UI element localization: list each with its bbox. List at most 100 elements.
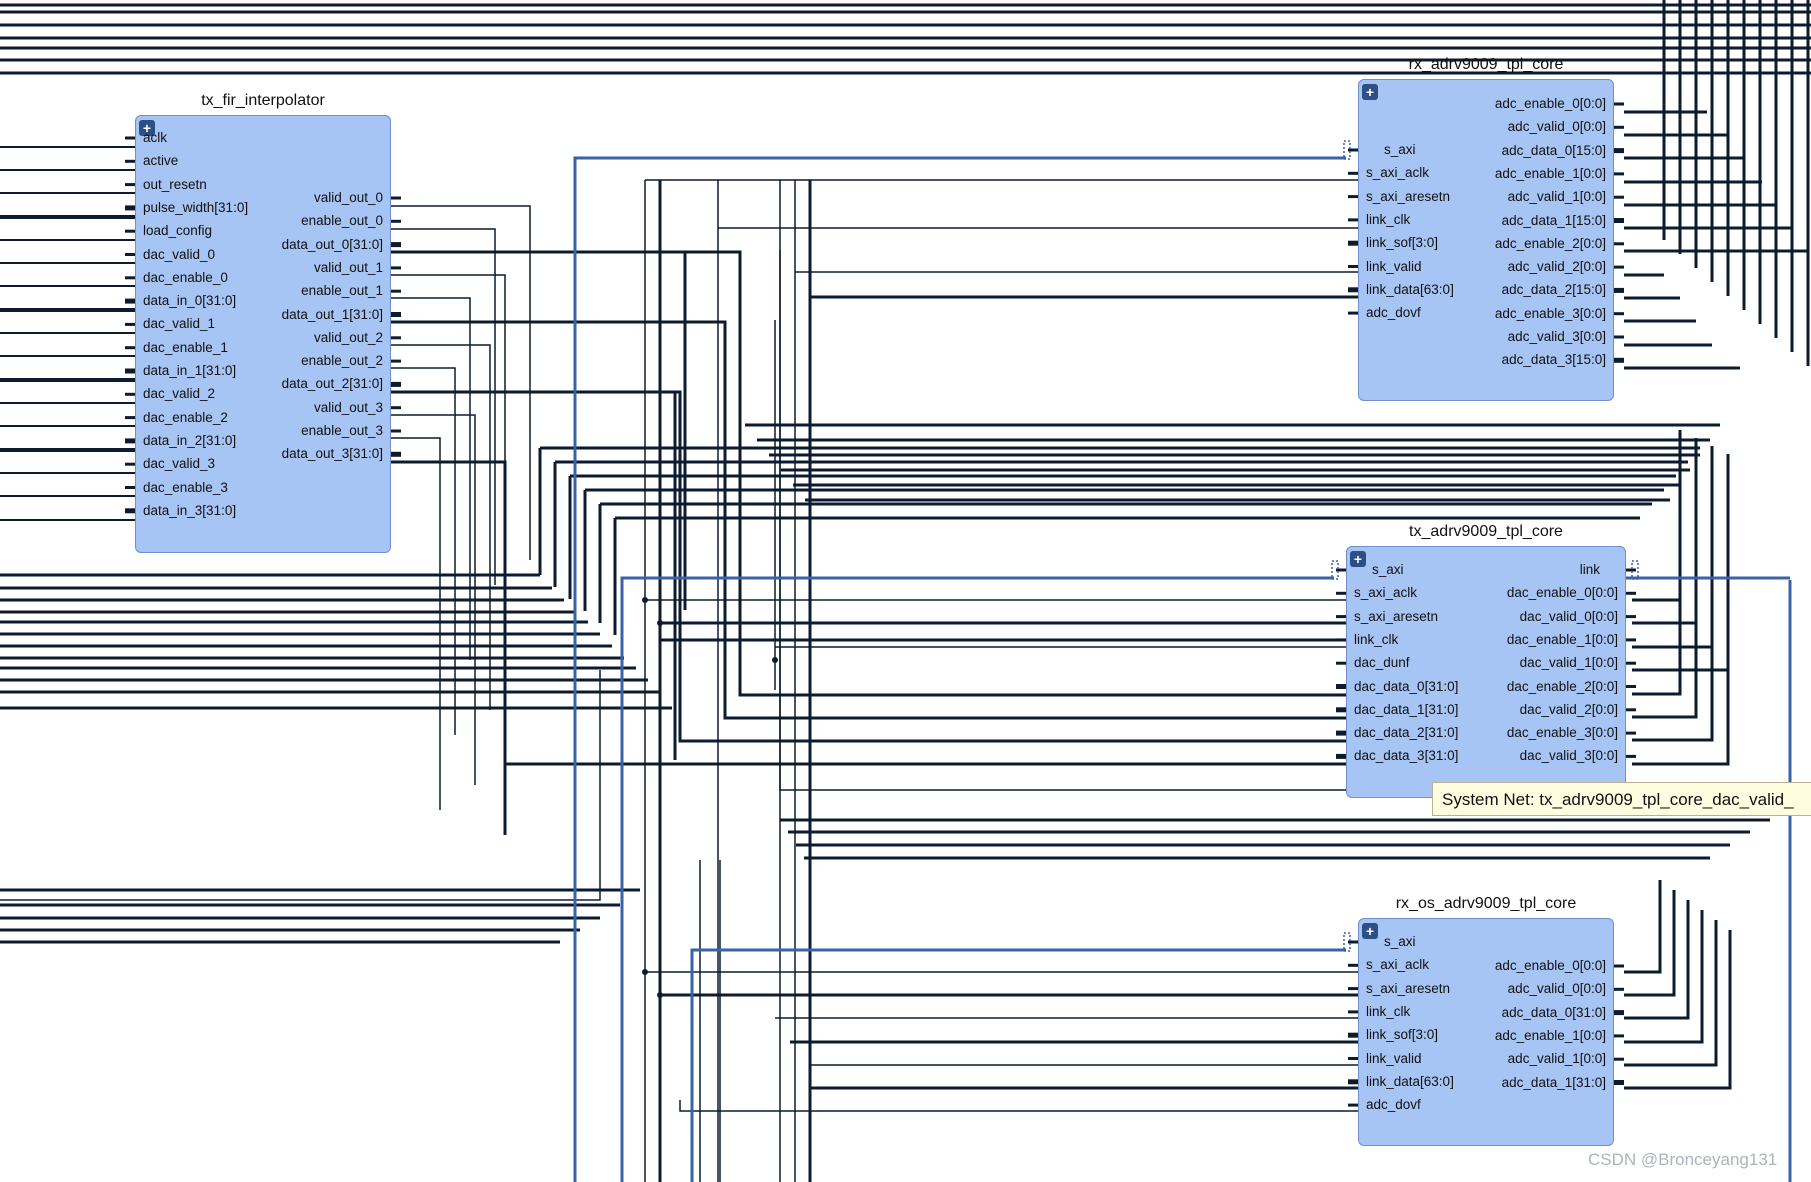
s-axi-bus[interactable] bbox=[690, 948, 1346, 1182]
output-pin[interactable]: adc_data_1[15:0] bbox=[1501, 212, 1606, 228]
net-wire[interactable] bbox=[1624, 910, 1704, 1044]
plus-icon[interactable]: + bbox=[1362, 84, 1378, 100]
net-wire[interactable] bbox=[1632, 470, 1698, 719]
input-pin[interactable]: s_axi bbox=[1384, 142, 1416, 157]
net-wire[interactable] bbox=[391, 390, 1346, 743]
net-wire[interactable] bbox=[1632, 462, 1682, 696]
block-tx-tpl[interactable] bbox=[1346, 546, 1626, 798]
block-rx-os-tpl[interactable] bbox=[1358, 918, 1614, 1146]
output-pin[interactable]: data_out_1[31:0] bbox=[281, 306, 383, 322]
input-pin[interactable]: link_sof[3:0] bbox=[1366, 235, 1439, 251]
block-rx-tpl[interactable] bbox=[1358, 79, 1614, 401]
input-pin[interactable]: link_data[63:0] bbox=[1366, 281, 1454, 297]
output-pin[interactable]: adc_valid_1[0:0] bbox=[1507, 189, 1606, 205]
plus-icon[interactable]: + bbox=[1362, 923, 1378, 939]
input-pin[interactable]: dac_valid_2 bbox=[143, 386, 216, 402]
input-pin[interactable]: s_axi_aclk bbox=[1366, 165, 1430, 181]
net-wire[interactable] bbox=[391, 367, 456, 735]
net-junction[interactable] bbox=[657, 620, 663, 626]
net-wire[interactable] bbox=[0, 670, 601, 901]
net-wire[interactable] bbox=[1624, 900, 1690, 1020]
net-wire[interactable] bbox=[1624, 890, 1676, 997]
output-pin[interactable]: adc_valid_3[0:0] bbox=[1507, 329, 1606, 344]
input-pin[interactable]: link_clk bbox=[1354, 631, 1399, 647]
plus-icon[interactable]: + bbox=[139, 120, 155, 136]
output-pin[interactable]: data_out_2[31:0] bbox=[281, 376, 383, 392]
net-wire[interactable] bbox=[391, 250, 1346, 697]
input-pin[interactable]: link_sof[3:0] bbox=[1366, 1027, 1439, 1043]
input-pin[interactable]: s_axi_aclk bbox=[1366, 957, 1430, 973]
output-pin[interactable]: adc_valid_0[0:0] bbox=[1507, 119, 1606, 135]
net-wire[interactable] bbox=[391, 205, 531, 560]
input-pin[interactable]: data_in_3[31:0] bbox=[143, 502, 237, 518]
input-pin[interactable]: s_axi_aclk bbox=[1354, 585, 1418, 601]
input-pin[interactable]: dac_data_2[31:0] bbox=[1354, 725, 1459, 741]
input-pin[interactable]: s_axi_aresetn bbox=[1366, 188, 1451, 204]
input-pin[interactable]: dac_enable_2 bbox=[143, 409, 228, 425]
input-pin[interactable]: adc_dovf bbox=[1366, 305, 1421, 321]
input-pin[interactable]: dac_enable_1 bbox=[143, 339, 228, 355]
output-pin[interactable]: adc_valid_0[0:0] bbox=[1507, 981, 1606, 997]
input-pin[interactable]: link_valid bbox=[1366, 258, 1422, 274]
output-pin[interactable]: dac_enable_1[0:0] bbox=[1506, 631, 1618, 647]
net-wire[interactable] bbox=[1624, 920, 1718, 1067]
input-pin[interactable]: link_data[63:0] bbox=[1366, 1073, 1454, 1089]
input-pin[interactable]: dac_valid_1 bbox=[143, 316, 216, 332]
block-title[interactable]: rx_os_adrv9009_tpl_core bbox=[1395, 895, 1577, 912]
input-pin[interactable]: dac_dunf bbox=[1354, 655, 1410, 671]
block-tx-fir[interactable] bbox=[135, 115, 391, 553]
block-title[interactable]: rx_adrv9009_tpl_core bbox=[1408, 56, 1564, 73]
input-pin[interactable]: adc_dovf bbox=[1366, 1097, 1421, 1113]
input-pin[interactable]: link_clk bbox=[1366, 1003, 1411, 1019]
s-axi-bus[interactable] bbox=[573, 156, 1346, 1182]
input-pin[interactable]: dac_data_0[31:0] bbox=[1354, 678, 1459, 694]
output-pin[interactable]: valid_out_3 bbox=[313, 399, 383, 415]
net-junction[interactable] bbox=[642, 969, 648, 975]
output-pin[interactable]: enable_out_1 bbox=[301, 283, 383, 299]
input-pin[interactable]: data_in_2[31:0] bbox=[143, 432, 237, 448]
output-pin[interactable]: enable_out_0 bbox=[301, 213, 383, 229]
input-pin[interactable]: link_clk bbox=[1366, 211, 1411, 227]
input-pin[interactable]: dac_data_1[31:0] bbox=[1354, 701, 1459, 717]
net-wire[interactable] bbox=[391, 344, 491, 710]
output-pin[interactable]: dac_enable_3[0:0] bbox=[1506, 725, 1618, 741]
output-pin[interactable]: adc_data_0[15:0] bbox=[1501, 142, 1606, 158]
net-wire[interactable] bbox=[391, 460, 1346, 766]
input-pin[interactable]: s_axi bbox=[1372, 562, 1404, 577]
input-pin[interactable]: s_axi_aresetn bbox=[1354, 608, 1439, 624]
net-wire[interactable] bbox=[391, 414, 476, 785]
output-pin[interactable]: valid_out_2 bbox=[313, 329, 383, 345]
output-pin[interactable]: dac_valid_2[0:0] bbox=[1519, 701, 1618, 717]
output-pin[interactable]: data_out_3[31:0] bbox=[281, 446, 383, 462]
output-pin[interactable]: dac_valid_1[0:0] bbox=[1519, 655, 1618, 671]
output-pin[interactable]: dac_valid_0[0:0] bbox=[1519, 608, 1618, 624]
output-pin[interactable]: adc_enable_1[0:0] bbox=[1494, 1027, 1606, 1043]
input-pin[interactable]: dac_valid_0 bbox=[143, 246, 216, 262]
output-pin[interactable]: adc_enable_1[0:0] bbox=[1494, 165, 1606, 181]
output-pin[interactable]: enable_out_2 bbox=[301, 353, 383, 369]
block-title[interactable]: tx_fir_interpolator bbox=[201, 92, 325, 109]
plus-icon[interactable]: + bbox=[1350, 551, 1366, 567]
input-pin[interactable]: dac_enable_3 bbox=[143, 479, 228, 495]
input-pin[interactable]: dac_valid_3 bbox=[143, 456, 216, 472]
net-wire[interactable] bbox=[1624, 880, 1662, 974]
net-wire[interactable] bbox=[1632, 478, 1714, 742]
input-pin[interactable]: pulse_width[31:0] bbox=[143, 199, 249, 215]
output-pin[interactable]: link bbox=[1579, 562, 1600, 577]
input-pin[interactable]: dac_data_3[31:0] bbox=[1354, 748, 1459, 764]
s-axi-bus[interactable] bbox=[620, 576, 1334, 1182]
output-pin[interactable]: data_out_0[31:0] bbox=[281, 236, 383, 252]
output-pin[interactable]: adc_enable_0[0:0] bbox=[1494, 958, 1606, 973]
output-pin[interactable]: dac_enable_2[0:0] bbox=[1506, 678, 1618, 694]
input-pin[interactable]: dac_enable_0 bbox=[143, 269, 228, 285]
input-pin[interactable]: s_axi_aresetn bbox=[1366, 980, 1451, 996]
output-pin[interactable]: adc_valid_1[0:0] bbox=[1507, 1051, 1606, 1067]
net-wire[interactable] bbox=[391, 320, 1346, 720]
net-junction[interactable] bbox=[657, 992, 663, 998]
net-junction[interactable] bbox=[772, 657, 778, 663]
output-pin[interactable]: adc_enable_2[0:0] bbox=[1494, 235, 1606, 251]
output-pin[interactable]: adc_enable_0[0:0] bbox=[1494, 96, 1606, 111]
net-wire[interactable] bbox=[391, 228, 496, 585]
output-pin[interactable]: enable_out_3 bbox=[301, 423, 383, 438]
